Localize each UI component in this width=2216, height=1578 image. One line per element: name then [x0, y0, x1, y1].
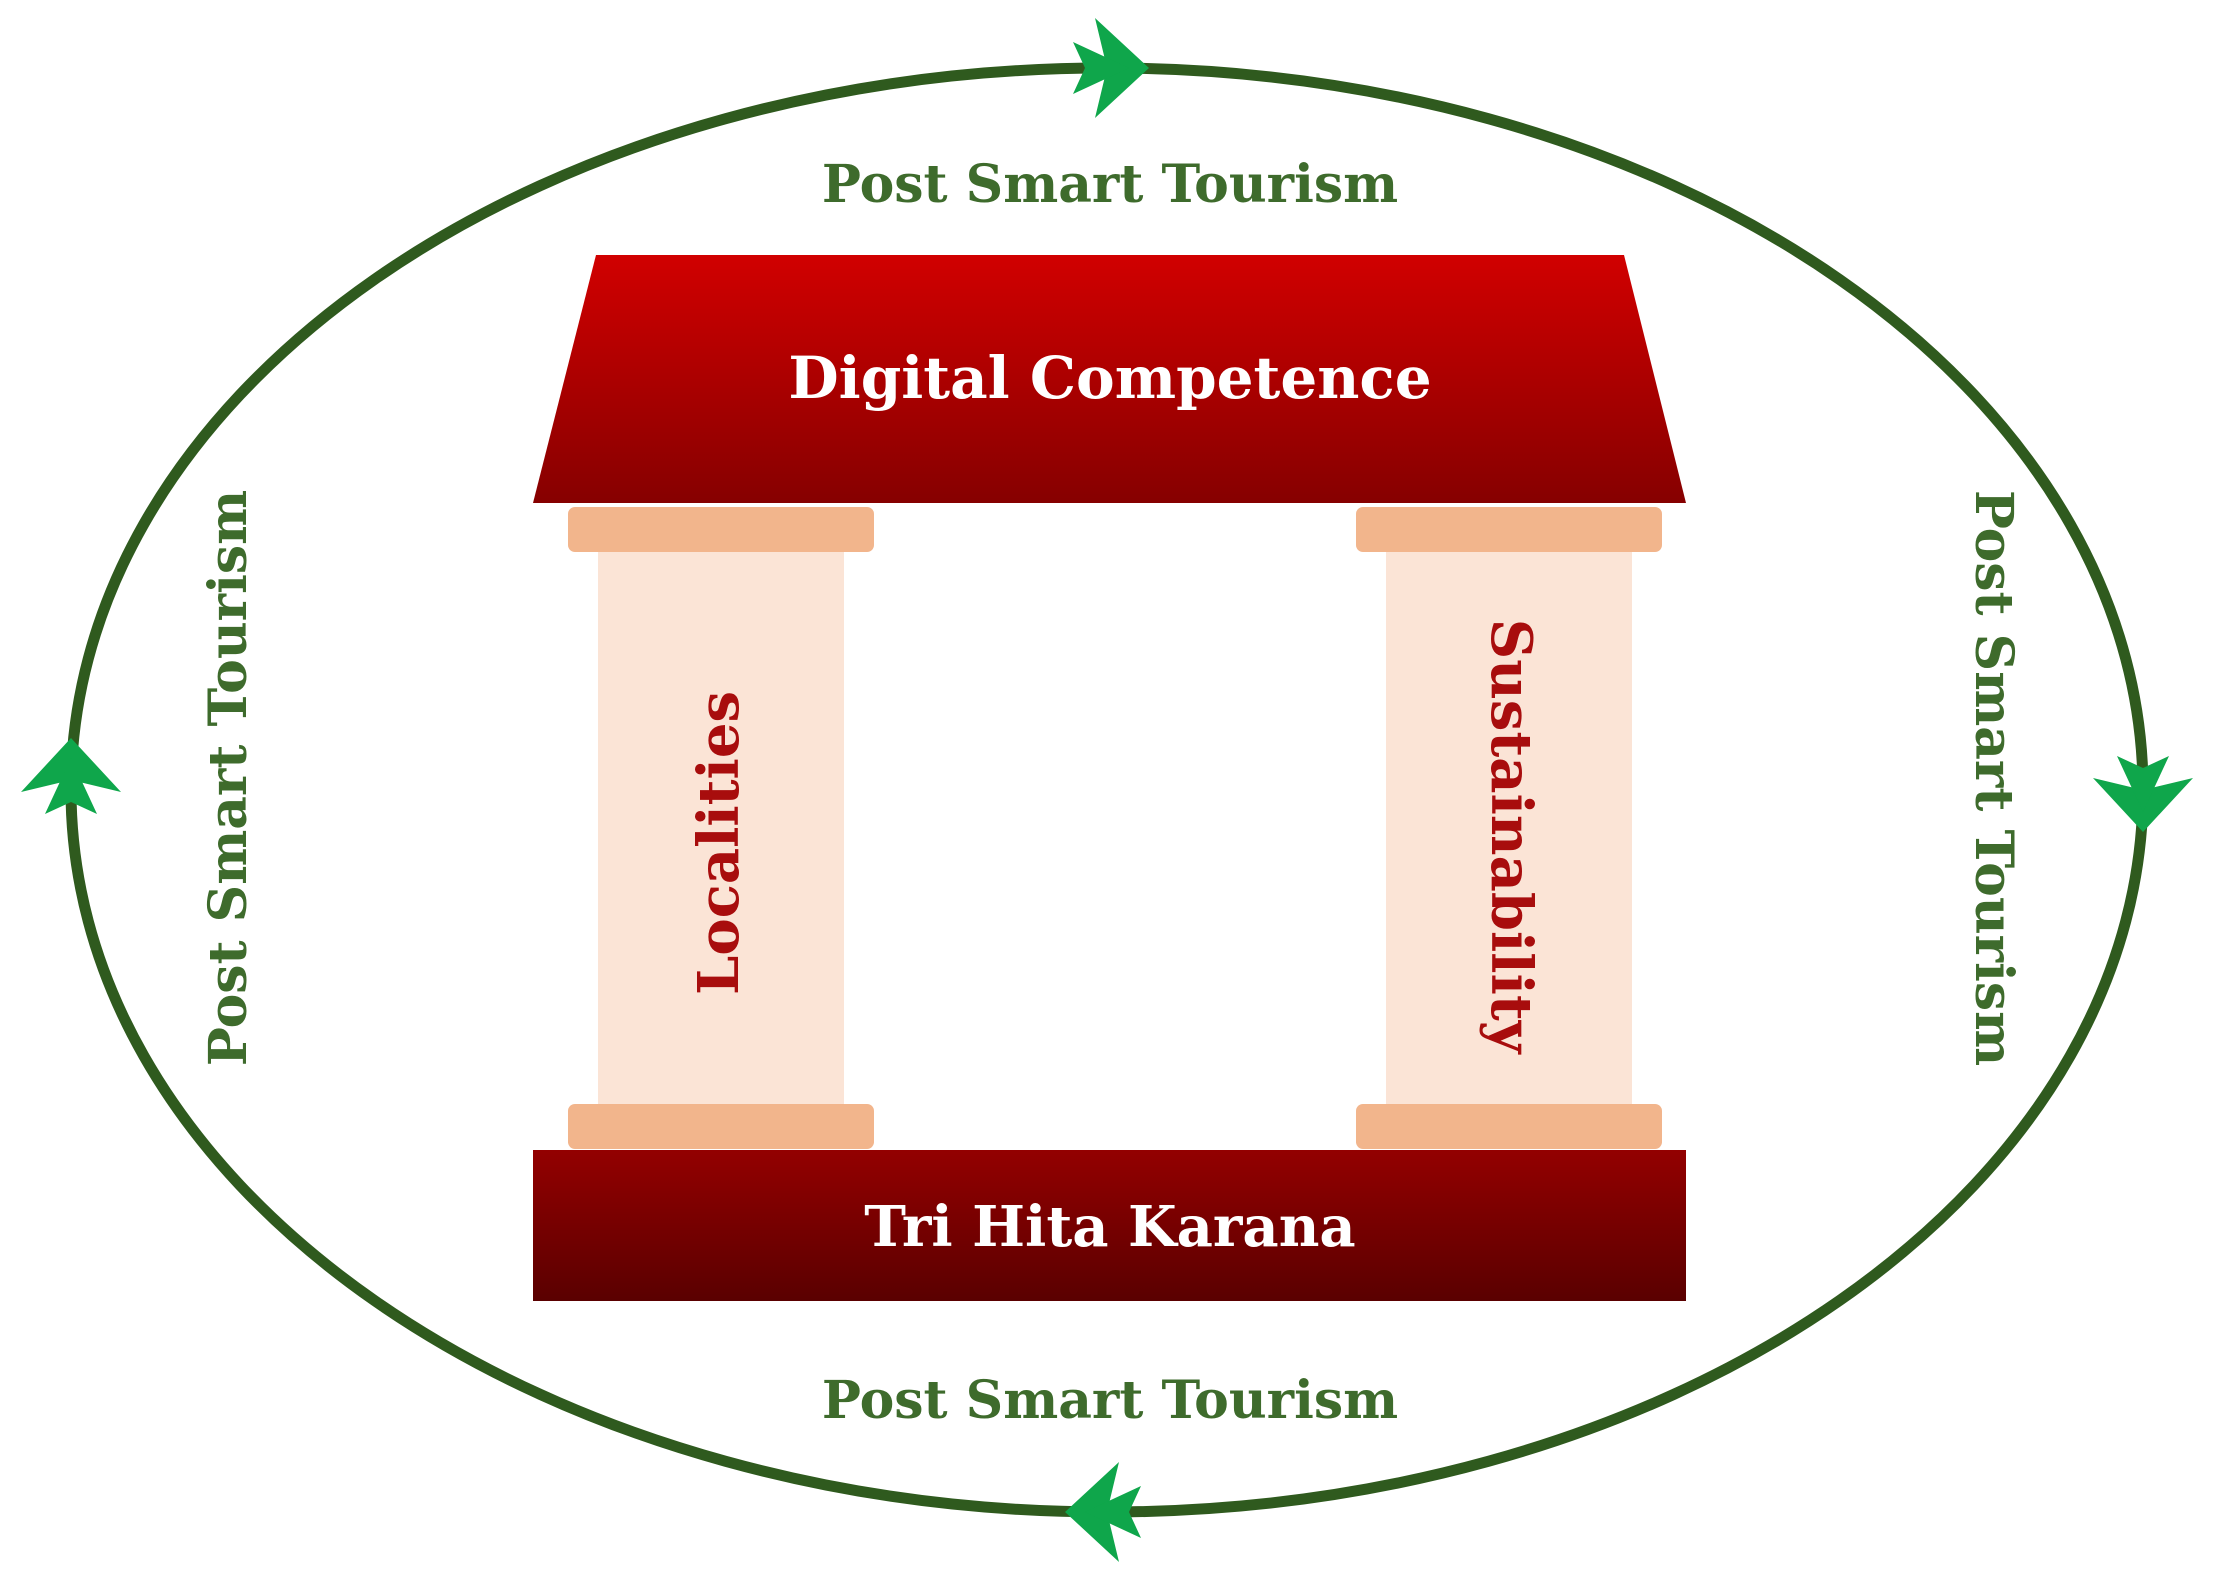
left-pillar-cap-top	[568, 507, 874, 552]
ring-label-left: Post Smart Tourism	[198, 490, 259, 1066]
left-pillar-body	[598, 552, 844, 1104]
right-pillar-cap-bottom	[1356, 1104, 1662, 1149]
ring-label-bottom: Post Smart Tourism	[822, 1370, 1398, 1431]
roof-banner	[533, 255, 1686, 503]
base-label: Tri Hita Karana	[864, 1194, 1355, 1260]
base-banner	[533, 1150, 1686, 1301]
roof-label: Digital Competence	[788, 344, 1431, 412]
ring-label-right: Post Smart Tourism	[1963, 490, 2024, 1066]
right-pillar-cap-top	[1356, 507, 1662, 552]
left-pillar-cap-bottom	[568, 1104, 874, 1149]
right-pillar-label: Sustainability	[1478, 619, 1544, 1055]
arrow-bottom-icon	[1065, 1462, 1141, 1562]
arrow-left-icon	[21, 738, 121, 814]
ring-label-top: Post Smart Tourism	[822, 154, 1398, 215]
arrow-right-icon	[2093, 756, 2193, 832]
right-pillar-body	[1386, 552, 1632, 1104]
left-pillar-label: Localities	[686, 691, 752, 995]
arrow-top-icon	[1073, 18, 1149, 118]
